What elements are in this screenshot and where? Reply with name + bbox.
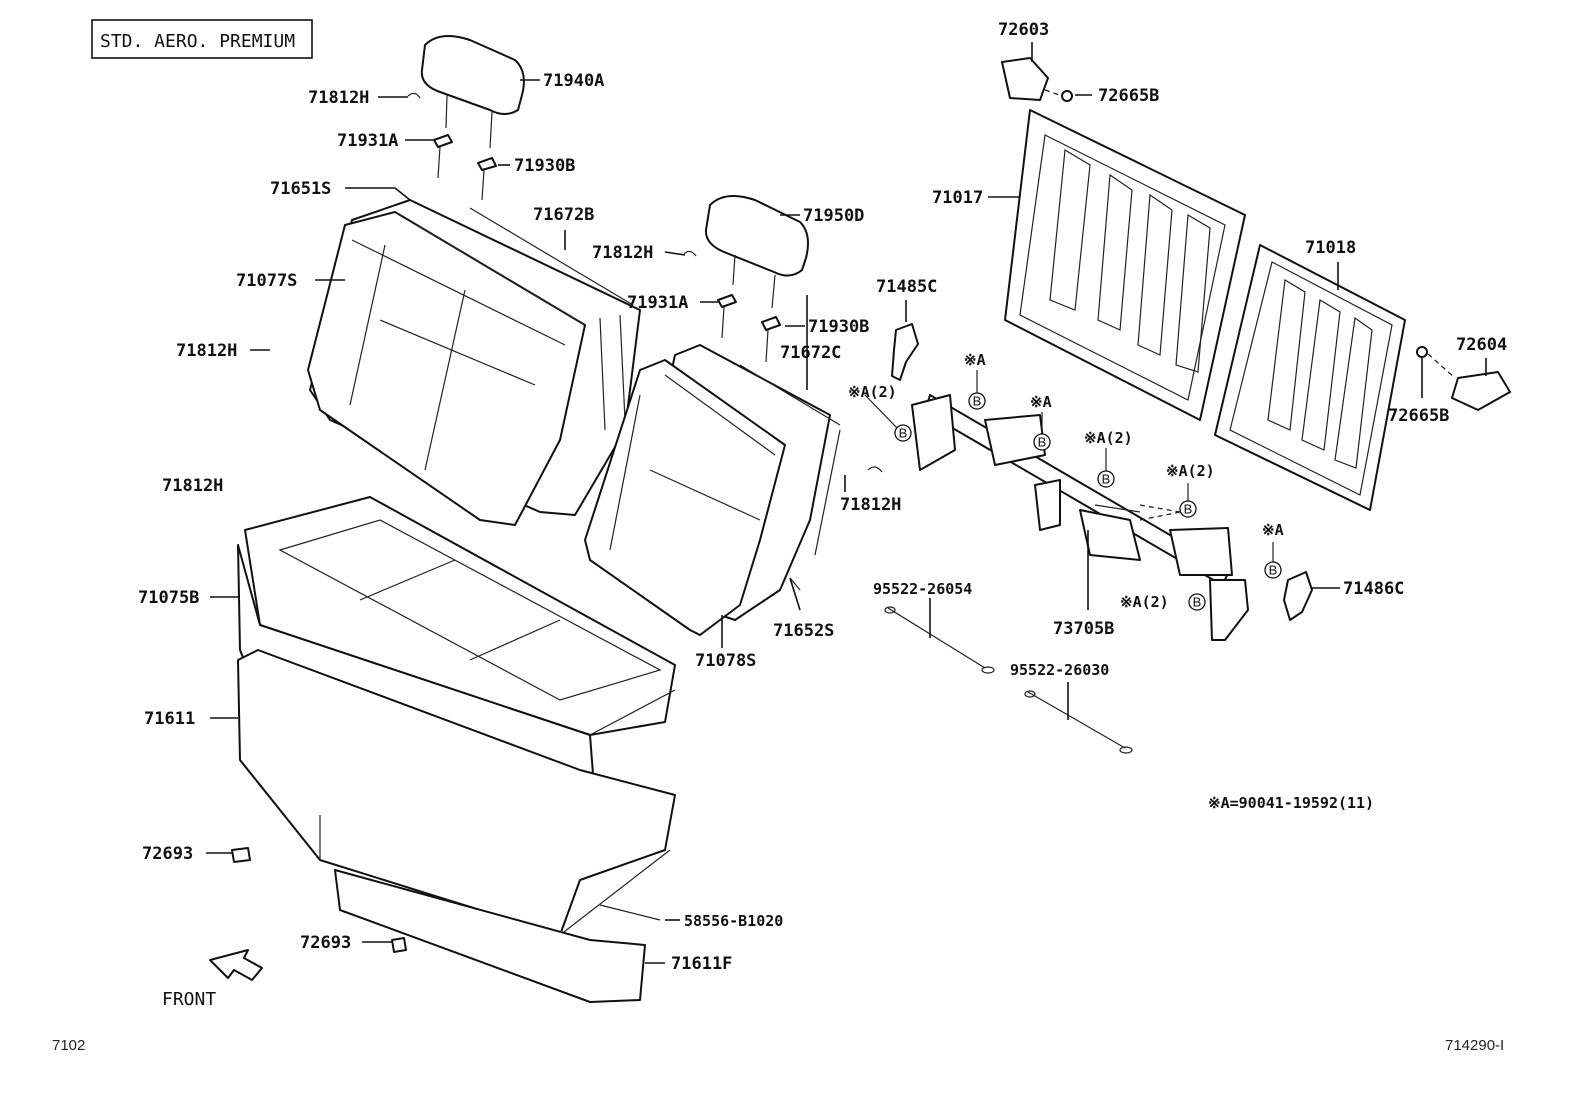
callout-71485c: 71485C bbox=[876, 277, 937, 297]
callout-71931a-1: 71931A bbox=[337, 131, 398, 151]
callout-72693-1: 72693 bbox=[142, 844, 193, 864]
marker-b-2: B bbox=[968, 370, 986, 410]
marker-b-4: B bbox=[1097, 448, 1115, 488]
cover-71486c bbox=[1283, 571, 1313, 621]
callout-58556-b1020: 58556-B1020 bbox=[684, 912, 783, 930]
callout-71611f: 71611F bbox=[671, 954, 732, 974]
callout-71651s: 71651S bbox=[270, 179, 331, 199]
callout-71018: 71018 bbox=[1305, 238, 1356, 258]
callout-71940a: 71940A bbox=[543, 71, 604, 91]
front-label: FRONT bbox=[162, 989, 216, 1010]
svg-text:B: B bbox=[973, 394, 982, 409]
headrest-large bbox=[420, 35, 525, 149]
marker-a-2: ※A bbox=[964, 351, 986, 369]
wire-95522-26054 bbox=[884, 606, 995, 674]
marker-a-6: ※A bbox=[1262, 521, 1284, 539]
callout-71075b: 71075B bbox=[138, 588, 199, 608]
marker-a2-4: ※A(2) bbox=[1084, 429, 1133, 447]
front-arrow-icon bbox=[209, 949, 263, 981]
callout-71812h-3: 71812H bbox=[592, 243, 653, 263]
callout-71812h-1: 71812H bbox=[308, 88, 369, 108]
callout-71017: 71017 bbox=[932, 188, 983, 208]
callout-72603: 72603 bbox=[998, 20, 1049, 40]
marker-b-3: B bbox=[1033, 412, 1051, 451]
svg-text:B: B bbox=[1184, 502, 1193, 517]
callout-71812h-2: 71812H bbox=[176, 341, 237, 361]
marker-a2-7: ※A(2) bbox=[1120, 593, 1169, 611]
marker-a2-5: ※A(2) bbox=[1166, 462, 1215, 480]
callout-72693-2: 72693 bbox=[300, 933, 351, 953]
marker-b-5: B bbox=[1179, 483, 1197, 518]
callout-71077s: 71077S bbox=[236, 271, 297, 291]
callout-71950d: 71950D bbox=[803, 206, 864, 226]
leader-lines bbox=[206, 42, 1487, 964]
callout-73705b: 73705B bbox=[1053, 619, 1114, 639]
seat-back-small bbox=[584, 344, 841, 636]
variant-box: STD. AERO. PREMIUM bbox=[91, 19, 313, 59]
callout-72665b-2: 72665B bbox=[1388, 406, 1449, 426]
marker-a-3: ※A bbox=[1030, 393, 1052, 411]
svg-text:B: B bbox=[1102, 472, 1111, 487]
callout-71931a-2: 71931A bbox=[627, 293, 688, 313]
marker-a2-1: ※A(2) bbox=[848, 383, 897, 401]
callout-71672c: 71672C bbox=[780, 343, 841, 363]
callout-71812h-4: 71812H bbox=[840, 495, 901, 515]
cushion-frame bbox=[237, 649, 676, 1003]
svg-text:B: B bbox=[1193, 595, 1202, 610]
guide-fasteners-right bbox=[683, 250, 883, 473]
seat-back-large bbox=[307, 199, 641, 526]
footer-right: 714290-I bbox=[1445, 1037, 1504, 1054]
callout-71672b: 71672B bbox=[533, 205, 594, 225]
callout-71078s: 71078S bbox=[695, 651, 756, 671]
variant-label: STD. AERO. PREMIUM bbox=[100, 31, 295, 52]
callout-labels: 71940A 71812H 71931A 71930B 71651S 71672… bbox=[138, 20, 1507, 974]
svg-text:B: B bbox=[1038, 435, 1047, 450]
callout-71930b-2: 71930B bbox=[808, 317, 869, 337]
callout-71652s: 71652S bbox=[773, 621, 834, 641]
hinge-72604 bbox=[1416, 346, 1511, 411]
clip-upper bbox=[231, 847, 251, 863]
callout-71930b-1: 71930B bbox=[514, 156, 575, 176]
marker-b-7: B bbox=[1188, 593, 1206, 611]
hinge-72603 bbox=[1001, 57, 1073, 102]
marker-b-6: B bbox=[1264, 542, 1282, 579]
callout-71486c: 71486C bbox=[1343, 579, 1404, 599]
seat-cushion bbox=[237, 496, 676, 801]
footer-left: 7102 bbox=[52, 1037, 85, 1054]
seatback-frame-right bbox=[1214, 244, 1406, 511]
marker-b-1: B bbox=[864, 394, 912, 442]
callout-95522-26030: 95522-26030 bbox=[1010, 661, 1109, 679]
headrest-small bbox=[704, 195, 809, 309]
svg-text:B: B bbox=[1269, 563, 1278, 578]
callout-95522-26054: 95522-26054 bbox=[873, 580, 972, 598]
svg-text:B: B bbox=[899, 426, 908, 441]
callout-71611: 71611 bbox=[144, 709, 195, 729]
seatback-frame-left bbox=[1004, 109, 1246, 421]
cover-71485c bbox=[891, 323, 919, 381]
note-a: ※A=90041-19592(11) bbox=[1208, 794, 1374, 812]
callout-71812h-5: 71812H bbox=[162, 476, 223, 496]
wire-95522-26030 bbox=[1024, 690, 1133, 754]
callout-72665b-1: 72665B bbox=[1098, 86, 1159, 106]
callout-72604: 72604 bbox=[1456, 335, 1507, 355]
bracket-assembly bbox=[911, 394, 1249, 641]
clip-lower bbox=[391, 937, 407, 953]
guide-fasteners-left bbox=[407, 92, 497, 201]
